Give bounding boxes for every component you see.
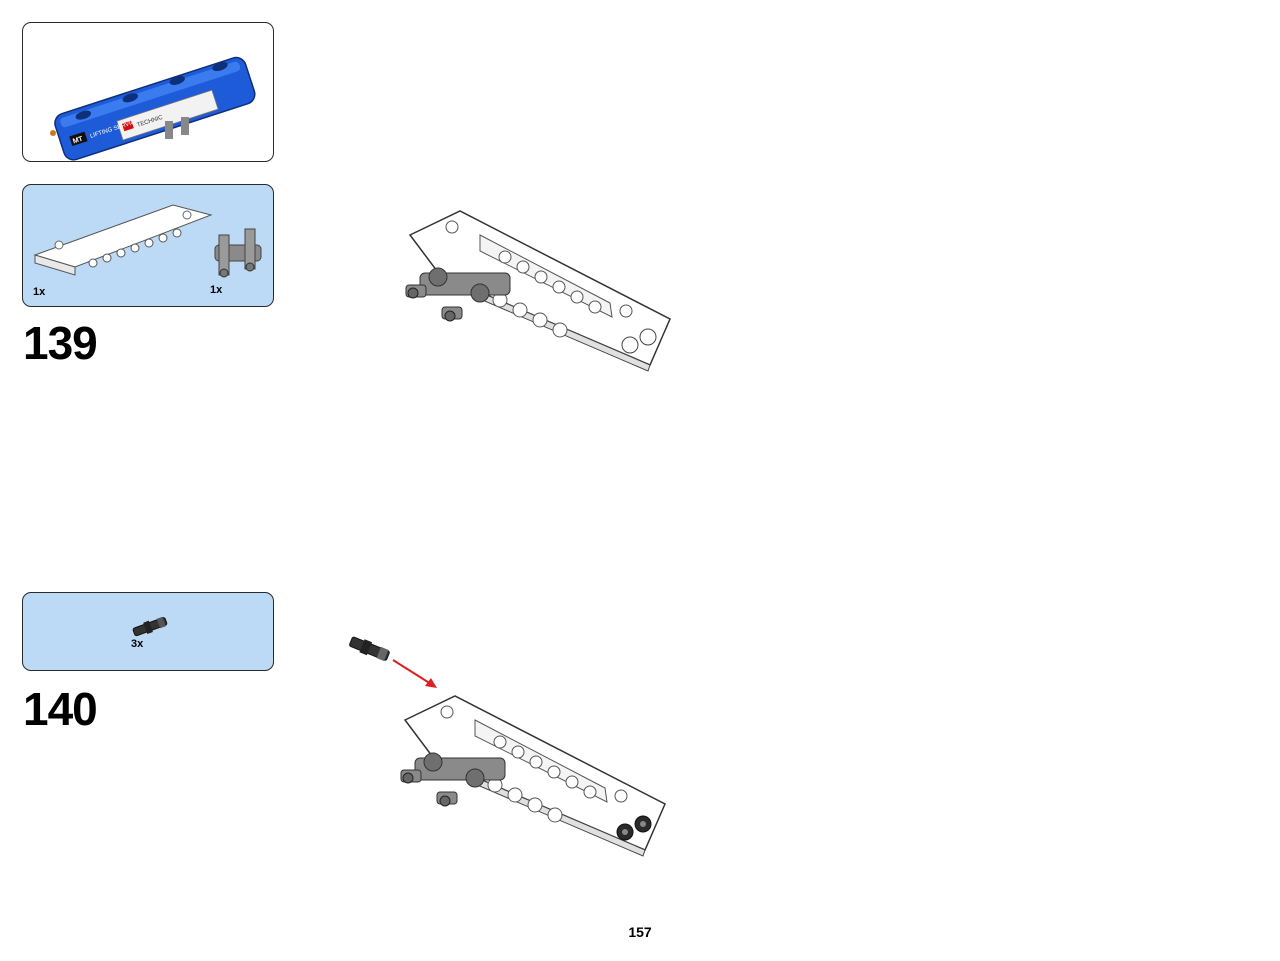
- black-axle-pin-part-icon: [132, 616, 168, 637]
- part-qty: 1x: [33, 286, 46, 298]
- insertion-arrow: [392, 659, 432, 685]
- step-140-parts-box: 3x: [22, 592, 274, 671]
- mt-badge-text: MT: [72, 135, 84, 145]
- step-139-parts-box: 1x 1x: [22, 184, 274, 307]
- arrow-head-icon: [425, 678, 437, 688]
- part-qty: 1x: [210, 284, 223, 296]
- submodel-preview-box: MT LIFTING SERVICE TECHNIC: [22, 22, 274, 162]
- step-139-assembly-illustration: [405, 210, 671, 372]
- step-140-parts-illustration: [132, 616, 168, 637]
- step-140-assembly-illustration: [349, 636, 666, 857]
- step-number: 139: [23, 317, 98, 369]
- white-panel-part-icon: [33, 204, 213, 276]
- step-number: 140: [23, 683, 98, 735]
- gray-connector-part-icon: [214, 228, 262, 278]
- incoming-axle-pin-illustration: [349, 636, 390, 662]
- blue-panel-assembly-illustration: MT LIFTING SERVICE TECHNIC: [50, 56, 256, 161]
- step-139-parts-illustration: [33, 204, 262, 278]
- page-number: 157: [628, 924, 652, 940]
- part-qty: 3x: [131, 638, 144, 650]
